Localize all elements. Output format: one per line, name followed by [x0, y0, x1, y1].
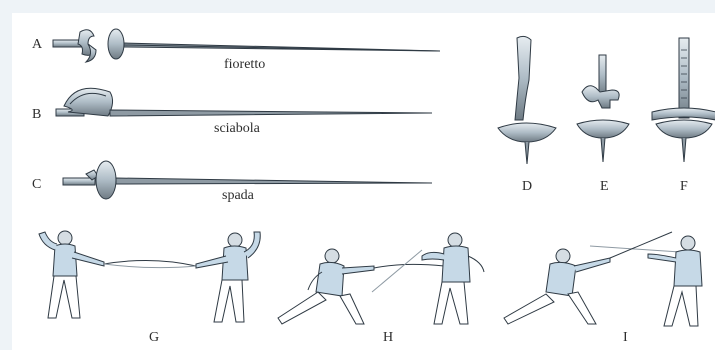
label-b: B — [32, 107, 41, 122]
grip-f — [652, 38, 715, 162]
fencing-scene-h — [278, 233, 484, 324]
grip-d — [498, 36, 556, 164]
label-i: I — [623, 330, 628, 345]
sabre-weapon — [56, 88, 432, 116]
label-c: C — [32, 177, 41, 192]
fencing-scene-i — [504, 232, 702, 326]
label-e: E — [600, 179, 609, 194]
label-h: H — [383, 330, 393, 345]
label-f: F — [680, 179, 688, 194]
caption-epee: spada — [222, 188, 255, 203]
label-a: A — [32, 37, 43, 52]
caption-sabre: sciabola — [214, 121, 261, 136]
fencing-scene-g — [39, 231, 260, 322]
grip-e — [577, 55, 629, 162]
label-g: G — [149, 330, 159, 345]
caption-foil: fioretto — [224, 57, 265, 72]
label-d: D — [522, 179, 532, 194]
